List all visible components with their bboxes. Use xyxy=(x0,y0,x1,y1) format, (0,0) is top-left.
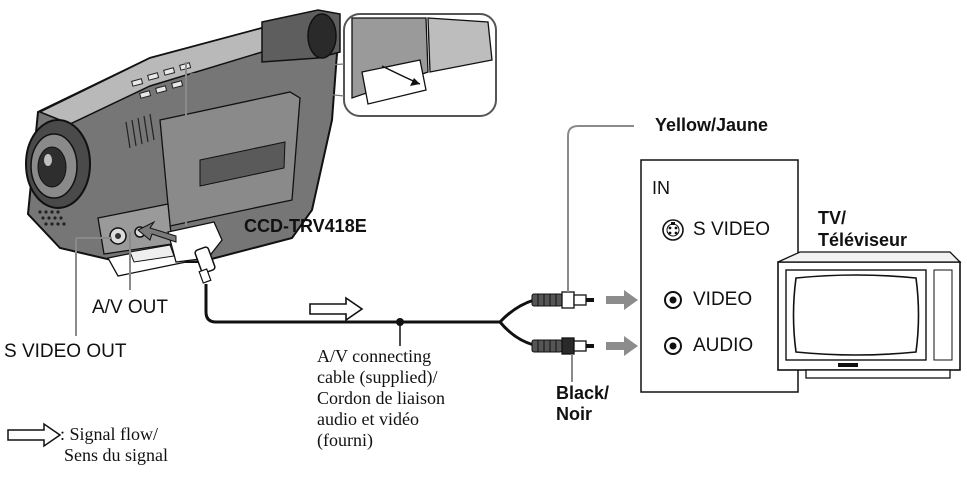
av-out-label: A/V OUT xyxy=(92,297,169,318)
cable-main xyxy=(204,284,500,324)
legend-line-1: : Signal flow/ xyxy=(60,424,158,444)
insert-arrow-video xyxy=(606,290,638,310)
tv-s-video-label: S VIDEO xyxy=(693,219,771,240)
tv-screen xyxy=(792,274,920,356)
rca-plug-black xyxy=(531,337,594,355)
av-cable xyxy=(204,284,535,347)
cable-description-line-3: Cordon de liaison xyxy=(317,388,445,408)
insert-arrow-audio xyxy=(606,336,638,356)
s-video-jack-icon xyxy=(662,219,684,241)
legend-arrow-icon xyxy=(7,422,62,448)
cable-description-line-2: cable (supplied)/ xyxy=(317,367,438,387)
model-label: CCD-TRV418E xyxy=(244,216,367,236)
cable-description-line-4: audio et vidéo xyxy=(317,409,419,429)
camcorder-illustration xyxy=(25,9,341,284)
cable-branch-yellow xyxy=(498,298,535,324)
tv-label-1: TV/ xyxy=(818,208,847,228)
av-plug-body xyxy=(194,246,216,274)
lens-glass xyxy=(37,146,67,188)
black-cable-label-1: Black/ xyxy=(556,383,610,403)
cable-description-line-5: (fourni) xyxy=(317,430,373,450)
legend-line-2: Sens du signal xyxy=(64,445,169,465)
s-video-out-label: S VIDEO OUT xyxy=(4,341,127,362)
rca-plug-yellow xyxy=(531,291,594,309)
speaker-grille xyxy=(38,210,66,226)
video-jack-icon xyxy=(664,291,682,309)
insert-arrow xyxy=(137,220,177,243)
black-cable-label-2: Noir xyxy=(556,404,592,424)
tv-label-2: Téléviseur xyxy=(818,230,908,250)
inset-detail xyxy=(189,13,497,117)
tv-video-label: VIDEO xyxy=(693,289,753,310)
camcorder-grip-ribs xyxy=(125,113,155,149)
tv-audio-label: AUDIO xyxy=(693,335,754,356)
audio-jack-icon xyxy=(664,337,682,355)
camcorder-side-slot xyxy=(199,141,286,187)
lens-highlight xyxy=(44,154,52,166)
signal-flow-arrow xyxy=(309,296,364,322)
viewfinder-eyecup xyxy=(307,13,337,59)
cable-branch-black xyxy=(498,321,535,347)
leader-yellow xyxy=(567,125,634,292)
yellow-cable-label: Yellow/Jaune xyxy=(655,115,769,135)
tv-input-panel xyxy=(640,159,799,393)
cable-description-line-1: A/V connecting xyxy=(317,346,432,366)
television-illustration xyxy=(777,251,962,379)
tv-in-label: IN xyxy=(652,178,670,198)
